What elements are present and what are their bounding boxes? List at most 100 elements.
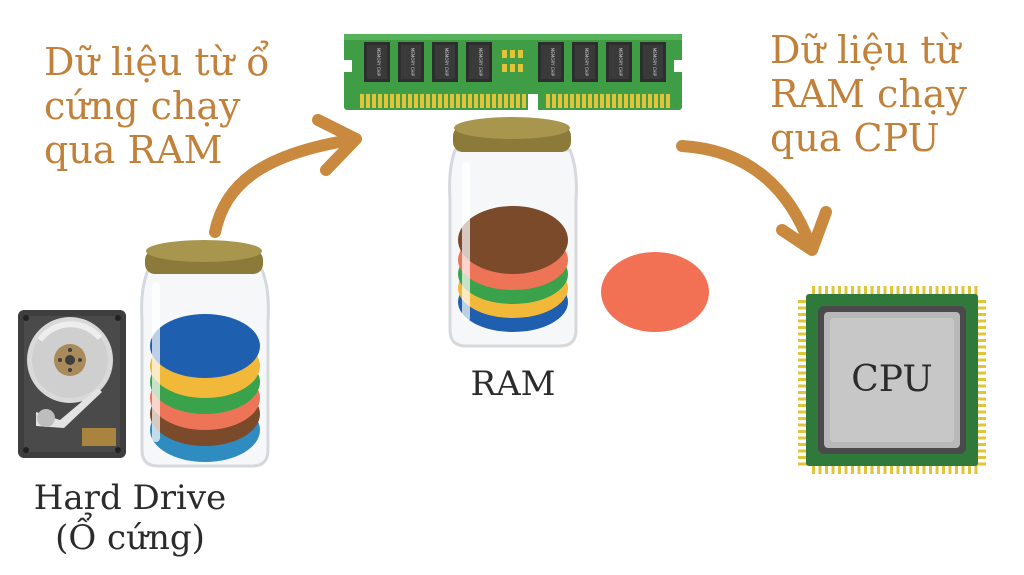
memory-chip-text: MEMORY CHIP — [376, 48, 381, 77]
memory-chip-text: MEMORY CHIP — [444, 48, 449, 77]
ram-trace — [510, 50, 515, 58]
ram-pin — [474, 94, 478, 108]
cpu-pin — [916, 464, 919, 474]
cpu-pin — [798, 352, 808, 355]
cpu-pin — [942, 286, 945, 296]
ram-trace — [502, 64, 507, 72]
cpu-pin — [976, 410, 986, 414]
cpu-pin — [976, 456, 986, 459]
cpu-pin — [976, 339, 986, 342]
cpu-pin — [812, 464, 815, 474]
cpu-pin — [844, 464, 848, 474]
arrow-ram-to-cpu — [676, 140, 832, 256]
cpu-pin — [948, 464, 952, 474]
cpu-pin — [798, 313, 808, 316]
cpu-pin — [903, 286, 906, 296]
ram-label-text: RAM — [470, 364, 556, 404]
ram-pin — [552, 94, 556, 108]
cpu-pin — [870, 286, 874, 296]
cpu-pin — [831, 286, 835, 296]
cpu-pin — [883, 464, 887, 474]
cpu-pin — [818, 464, 822, 474]
cpu-pin — [976, 436, 986, 440]
ram-pin — [396, 94, 400, 108]
ram-pin — [660, 94, 664, 108]
cpu-pin — [909, 286, 913, 296]
cpu-pin — [976, 391, 986, 394]
cpu-pin — [798, 436, 808, 440]
cpu-pin — [838, 464, 841, 474]
cpu-pin — [976, 404, 986, 407]
cpu-pin — [976, 300, 986, 303]
cpu-pin — [798, 371, 808, 375]
ram-pin — [594, 94, 598, 108]
cpu-pin — [976, 352, 986, 355]
cpu-pin — [890, 286, 893, 296]
cpu-pin — [935, 286, 939, 296]
memory-chip-text: MEMORY CHIP — [618, 48, 623, 77]
ram-pin — [624, 94, 628, 108]
cpu-pin — [976, 430, 986, 433]
cpu-pin — [916, 286, 919, 296]
cpu-pin — [976, 313, 986, 316]
cpu-pin — [857, 464, 861, 474]
cpu-pin — [798, 306, 808, 310]
ram-pin — [612, 94, 616, 108]
cpu-pin — [955, 464, 958, 474]
caption-line: qua RAM — [44, 128, 223, 172]
ram-pin — [570, 94, 574, 108]
cpu-pin — [825, 464, 828, 474]
ram-pin — [402, 94, 406, 108]
cpu-pin — [877, 286, 880, 296]
ram-pin — [606, 94, 610, 108]
cpu-label-text: CPU — [851, 359, 933, 400]
caption-line: qua CPU — [770, 116, 940, 160]
cpu-pin — [798, 430, 808, 433]
caption-hdd-to-ram: Dữ liệu từ ổ cứng chạy qua RAM — [44, 40, 269, 172]
cpu-pin — [798, 417, 808, 420]
cpu-pin — [798, 443, 808, 446]
cpu-pin — [976, 326, 986, 329]
cpu-pin — [976, 365, 986, 368]
ram-pin — [642, 94, 646, 108]
cpu-pin — [798, 365, 808, 368]
cpu-pin — [976, 417, 986, 420]
cpu-pin — [976, 332, 986, 336]
cpu-pin — [864, 464, 867, 474]
cpu-pin — [942, 464, 945, 474]
cpu-pin — [968, 286, 971, 296]
ram-pin — [438, 94, 442, 108]
arrow-hdd-to-ram — [209, 114, 362, 238]
ram-pin — [360, 94, 364, 108]
cpu-pin — [976, 345, 986, 349]
cpu-pin — [955, 286, 958, 296]
memory-chip: MEMORY CHIP — [606, 42, 632, 82]
cpu-pin — [929, 286, 932, 296]
ram-pin — [576, 94, 580, 108]
ram-chips: MEMORY CHIP MEMORY CHIP MEMORY CHIP MEMORY … — [364, 42, 666, 82]
memory-chip: MEMORY CHIP — [398, 42, 424, 82]
ram-pin — [486, 94, 490, 108]
caption-line: cứng chạy — [44, 84, 241, 128]
ram-pin — [498, 94, 502, 108]
ram-pin — [648, 94, 652, 108]
hdd-disk-stack — [150, 314, 260, 462]
ram-pin — [408, 94, 412, 108]
cpu-pin — [812, 286, 815, 296]
cpu-pin — [935, 464, 939, 474]
cpu-pin — [976, 358, 986, 362]
hard-drive-label-line: (Ổ cứng) — [55, 518, 205, 558]
cpu-pin — [798, 384, 808, 388]
cpu-pin — [864, 286, 867, 296]
ram-pin — [390, 94, 394, 108]
hard-drive-label: Hard Drive (Ổ cứng) — [20, 478, 240, 558]
cpu-pin — [929, 464, 932, 474]
hdd-jar — [140, 240, 270, 468]
loose-data-disk — [601, 252, 709, 332]
cpu-pin — [851, 286, 854, 296]
cpu-pin — [903, 464, 906, 474]
cpu-pin — [976, 378, 986, 381]
caption-line: Dữ liệu từ ổ — [44, 40, 270, 84]
cpu-pin — [896, 286, 900, 296]
